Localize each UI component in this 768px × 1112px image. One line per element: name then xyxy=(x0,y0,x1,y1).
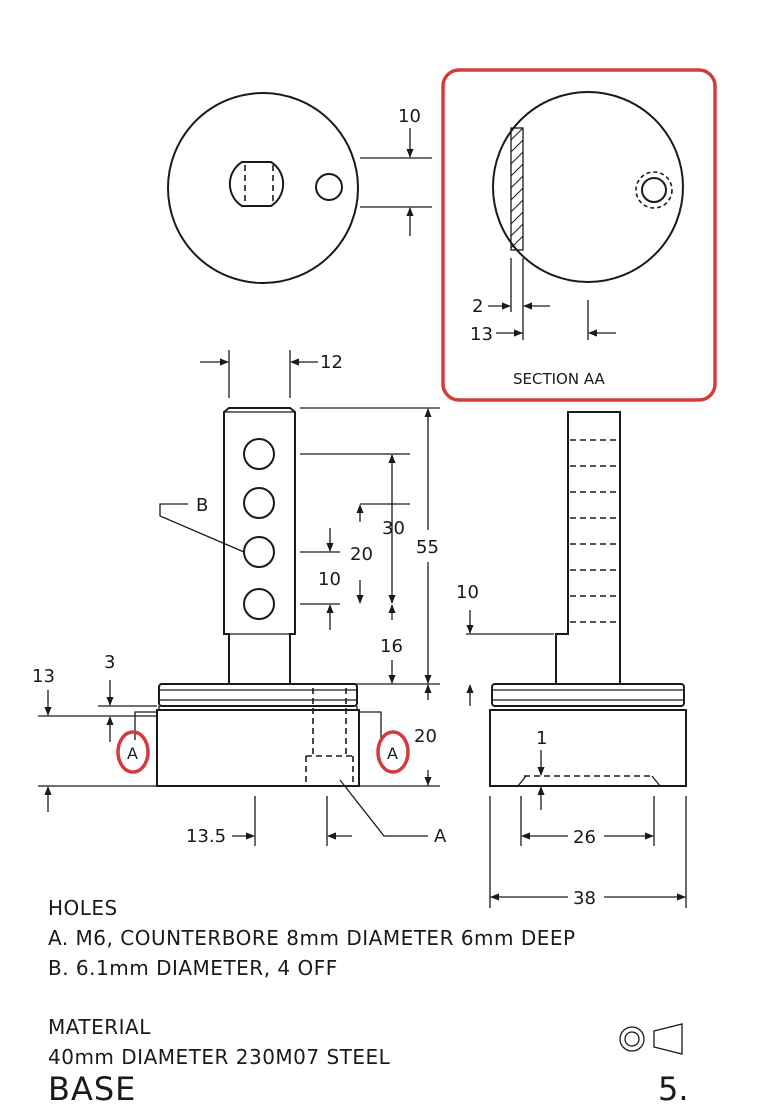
section-aa-outline xyxy=(492,91,684,283)
material-notes: MATERIAL 40mm DIAMETER 230M07 STEEL xyxy=(48,1012,390,1072)
front-hole-3 xyxy=(243,536,275,568)
section-mark-left: A xyxy=(127,744,138,763)
hole-b-note: B. 6.1mm DIAMETER, 4 OFF xyxy=(48,956,338,980)
section-aa-highlight-box xyxy=(441,68,717,402)
front-base-body xyxy=(156,709,360,787)
section-aa-view: 2 13 SECTION AA xyxy=(441,68,717,402)
front-dim-16: 16 xyxy=(380,636,403,657)
section-mark-right-highlight xyxy=(376,730,410,774)
material-heading: MATERIAL xyxy=(48,1015,151,1039)
section-hole xyxy=(641,177,667,203)
front-dim-30: 30 xyxy=(382,518,405,539)
section-dim-2: 2 xyxy=(472,296,483,317)
front-dim-55: 55 xyxy=(416,537,439,558)
front-dim-3: 3 xyxy=(104,652,115,673)
section-aa-label: SECTION AA xyxy=(513,370,606,388)
front-post xyxy=(223,407,296,685)
page-number: 5. xyxy=(658,1070,689,1108)
side-post xyxy=(555,411,621,685)
front-label-a: A xyxy=(434,826,447,847)
front-view: 12 B 30 20 10 xyxy=(32,350,447,847)
top-view-dim-10: 10 xyxy=(398,106,421,127)
front-dim-12: 12 xyxy=(320,352,343,373)
front-dim-13: 13 xyxy=(32,666,55,687)
holes-heading: HOLES xyxy=(48,896,118,920)
side-base-flange xyxy=(491,683,685,707)
side-dim-10: 10 xyxy=(456,582,479,603)
front-hole-1 xyxy=(243,438,275,470)
front-base-flange xyxy=(158,683,358,707)
side-base-body xyxy=(489,709,687,787)
hole-a-note: A. M6, COUNTERBORE 8mm DIAMETER 6mm DEEP xyxy=(48,926,576,950)
material-spec: 40mm DIAMETER 230M07 STEEL xyxy=(48,1045,391,1069)
front-hole-4 xyxy=(243,588,275,620)
top-view-hole xyxy=(315,173,343,201)
top-view-d-slot xyxy=(228,161,285,207)
section-dim-13: 13 xyxy=(470,324,493,345)
top-view: 10 xyxy=(167,92,432,284)
section-mark-right: A xyxy=(387,744,398,763)
side-dim-26: 26 xyxy=(573,827,596,848)
holes-notes: HOLES A. M6, COUNTERBORE 8mm DIAMETER 6m… xyxy=(48,893,576,983)
front-dim-20: 20 xyxy=(350,544,373,565)
section-hatching xyxy=(510,127,524,249)
third-angle-projection-icon xyxy=(619,1023,683,1055)
front-dim-10: 10 xyxy=(318,569,341,590)
front-label-b: B xyxy=(196,495,208,516)
top-view-outline xyxy=(167,92,359,284)
side-view: 10 1 26 38 xyxy=(456,411,687,909)
section-mark-left-highlight xyxy=(116,730,150,774)
front-dim-13-5: 13.5 xyxy=(186,826,226,847)
part-title: BASE xyxy=(48,1070,137,1108)
front-hole-2 xyxy=(243,487,275,519)
side-dim-38: 38 xyxy=(573,888,596,909)
side-dim-1: 1 xyxy=(536,728,547,749)
front-dim-20-base: 20 xyxy=(414,726,437,747)
